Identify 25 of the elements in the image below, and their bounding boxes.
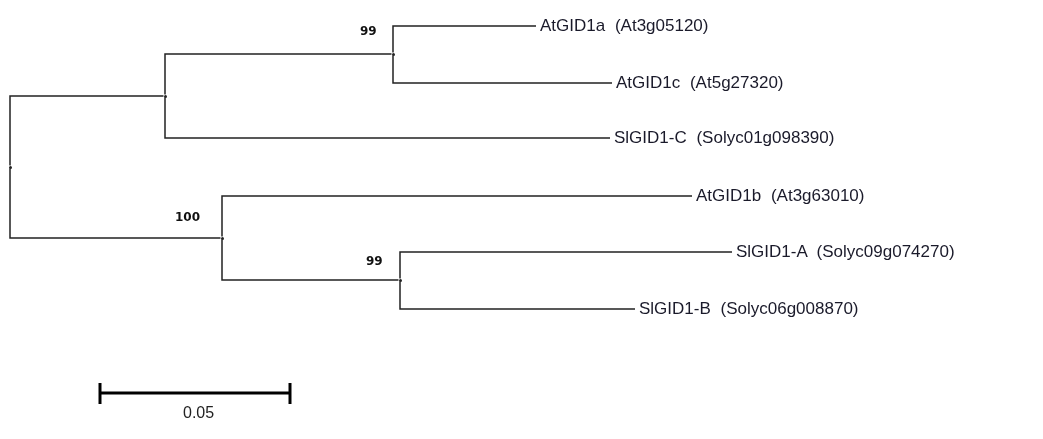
branch-point xyxy=(220,236,224,240)
branch-point xyxy=(398,278,402,282)
taxon-label: AtGID1b (At3g63010) xyxy=(696,186,865,206)
tree-branch xyxy=(9,95,165,167)
taxon-label: AtGID1c (At5g27320) xyxy=(616,73,784,93)
scale-label: 0.05 xyxy=(183,404,215,422)
tree-branch xyxy=(164,53,393,96)
tree-branch xyxy=(221,195,693,238)
tree-branch xyxy=(399,280,636,310)
tree-branch xyxy=(392,54,613,84)
branch-point xyxy=(8,165,12,169)
branch-point xyxy=(391,52,395,56)
branch-point xyxy=(163,94,167,98)
tree-branch xyxy=(164,96,611,139)
taxon-label: SlGID1-C (Solyc01g098390) xyxy=(614,128,835,148)
tree-branch xyxy=(392,25,537,54)
taxon-label: SlGID1-A (Solyc09g074270) xyxy=(736,242,955,262)
tree-branch xyxy=(399,251,733,280)
tree-branch xyxy=(221,238,400,281)
bootstrap-value: 99 xyxy=(360,24,377,38)
bootstrap-value: 99 xyxy=(366,254,383,268)
taxon-label: SlGID1-B (Solyc06g008870) xyxy=(639,299,859,319)
bootstrap-value: 100 xyxy=(175,210,201,224)
tree-branch xyxy=(9,167,222,239)
taxon-label: AtGID1a (At3g05120) xyxy=(540,16,709,36)
